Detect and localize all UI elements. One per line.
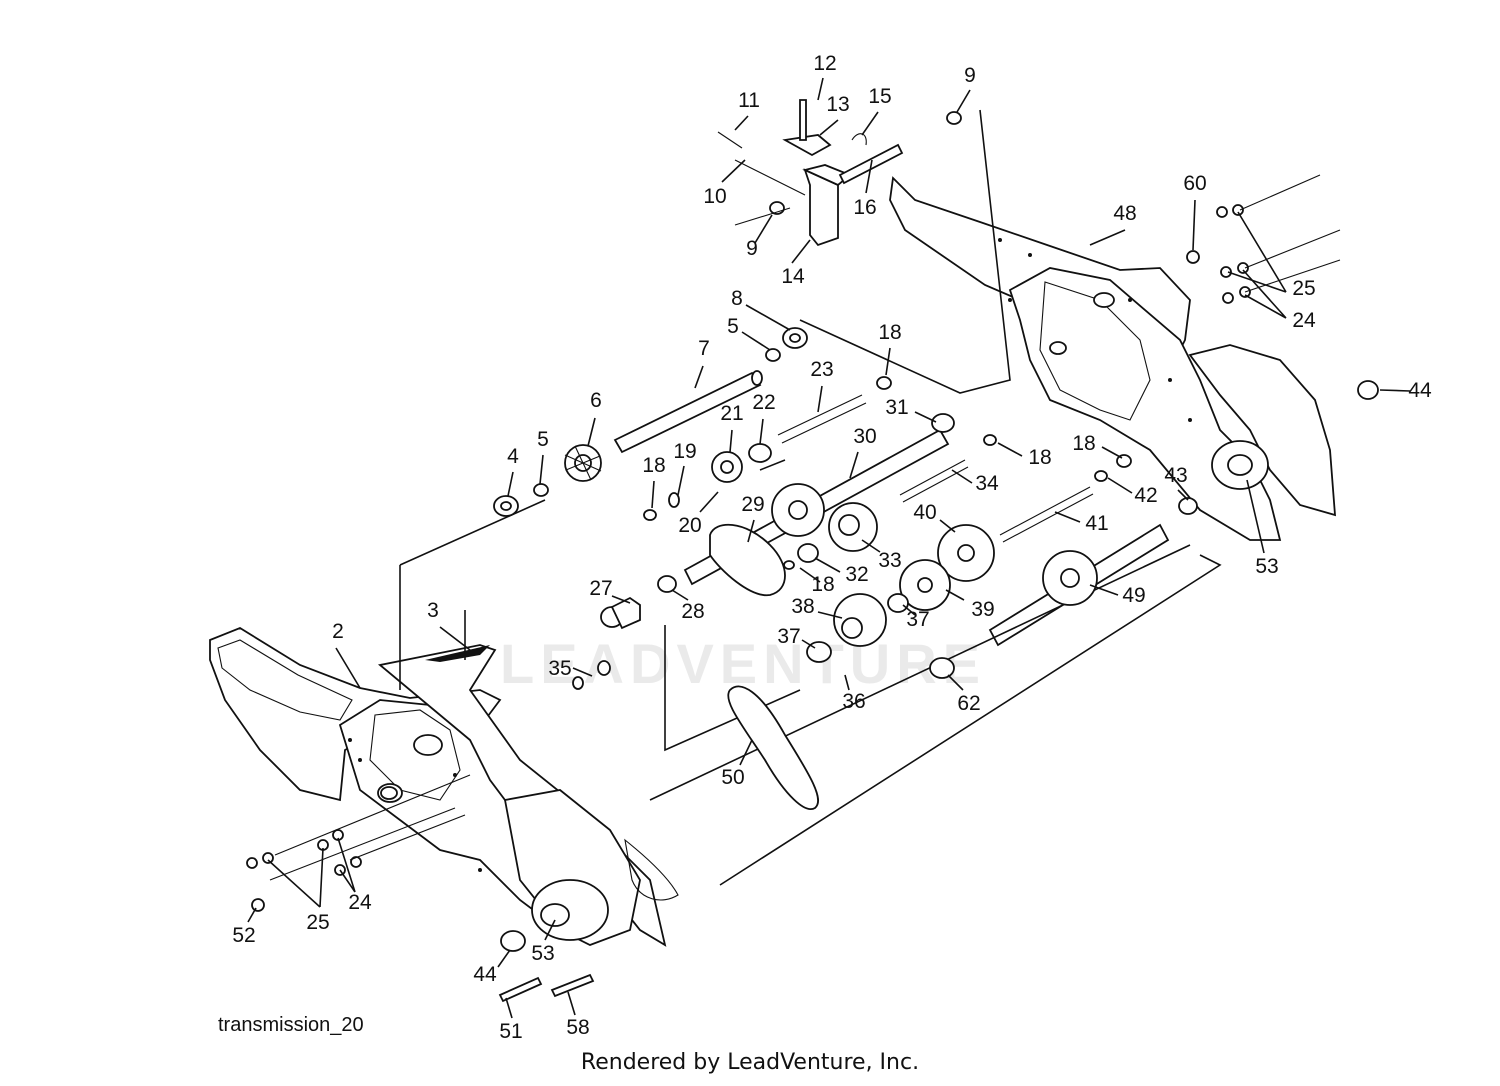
callout-22: 22 [752, 391, 775, 414]
callout-60: 60 [1183, 172, 1206, 195]
cover-part-3 [377, 644, 667, 947]
detent-assembly [717, 99, 904, 247]
sprocket-39 [899, 559, 951, 611]
callout-30: 30 [853, 425, 876, 448]
chain-50 [727, 685, 820, 810]
chain-29 [709, 523, 786, 596]
sprocket-33 [828, 502, 878, 552]
callout-25: 25 [1292, 277, 1315, 300]
callout-18: 18 [878, 321, 901, 344]
callout-14: 14 [781, 265, 805, 288]
callout-37: 37 [906, 608, 929, 631]
callout-13: 13 [826, 93, 849, 116]
callout-53: 53 [1255, 555, 1278, 578]
callout-18: 18 [811, 573, 834, 596]
callout-32: 32 [845, 563, 868, 586]
callout-3: 3 [427, 599, 439, 622]
callout-19: 19 [673, 440, 696, 463]
callout-35: 35 [548, 657, 571, 680]
callout-51: 51 [499, 1020, 522, 1043]
callout-20: 20 [678, 514, 701, 537]
callout-21: 21 [720, 402, 743, 425]
callout-34: 34 [975, 472, 999, 495]
right-housing-part-48 [889, 176, 1336, 541]
callout-31: 31 [885, 396, 908, 419]
callout-12: 12 [813, 52, 836, 75]
leader-lines [247, 77, 1411, 1019]
callout-10: 10 [703, 185, 726, 208]
callout-9: 9 [964, 64, 976, 87]
callout-9: 9 [746, 237, 758, 260]
callout-58: 58 [566, 1016, 589, 1039]
callout-48: 48 [1113, 202, 1136, 225]
callout-29: 29 [741, 493, 764, 516]
render-credit: Rendered by LeadVenture, Inc. [580, 1050, 920, 1075]
callout-53: 53 [531, 942, 554, 965]
callout-6: 6 [590, 389, 602, 412]
callout-18: 18 [1072, 432, 1095, 455]
gear-6 [564, 444, 602, 482]
callout-11: 11 [738, 89, 760, 112]
gear-21 [711, 451, 743, 483]
sprocket-38 [833, 593, 887, 647]
callout-40: 40 [913, 501, 936, 524]
sprocket-30 [771, 483, 825, 537]
sprocket-40 [937, 524, 995, 582]
callout-37: 37 [777, 625, 800, 648]
callout-5: 5 [537, 428, 549, 451]
callout-52: 52 [232, 924, 255, 947]
callout-44: 44 [1408, 379, 1432, 402]
callout-2: 2 [332, 620, 344, 643]
callout-44: 44 [473, 963, 497, 986]
diagram-id-label: transmission_20 [218, 1014, 364, 1036]
callout-25: 25 [306, 911, 329, 934]
callout-33: 33 [878, 549, 901, 572]
callout-18: 18 [642, 454, 665, 477]
callout-5: 5 [727, 315, 739, 338]
callout-labels: 2345567899101112131415161818181818192021… [232, 52, 1432, 1043]
callout-41: 41 [1085, 512, 1108, 535]
callout-39: 39 [971, 598, 994, 621]
callout-7: 7 [698, 337, 710, 360]
chain-lower [624, 838, 679, 901]
callout-27: 27 [589, 577, 612, 600]
callout-28: 28 [681, 600, 704, 623]
sprocket-49 [1042, 550, 1098, 606]
callout-16: 16 [853, 196, 876, 219]
callout-42: 42 [1134, 484, 1157, 507]
callout-24: 24 [348, 891, 372, 914]
callout-8: 8 [731, 287, 743, 310]
callout-38: 38 [791, 595, 814, 618]
callout-50: 50 [721, 766, 744, 789]
callout-43: 43 [1164, 464, 1187, 487]
callout-18: 18 [1028, 446, 1051, 469]
callout-24: 24 [1292, 309, 1316, 332]
callout-23: 23 [810, 358, 833, 381]
callout-4: 4 [507, 445, 519, 468]
callout-15: 15 [868, 85, 891, 108]
callout-62: 62 [957, 692, 980, 715]
callout-49: 49 [1122, 584, 1145, 607]
callout-36: 36 [842, 690, 865, 713]
